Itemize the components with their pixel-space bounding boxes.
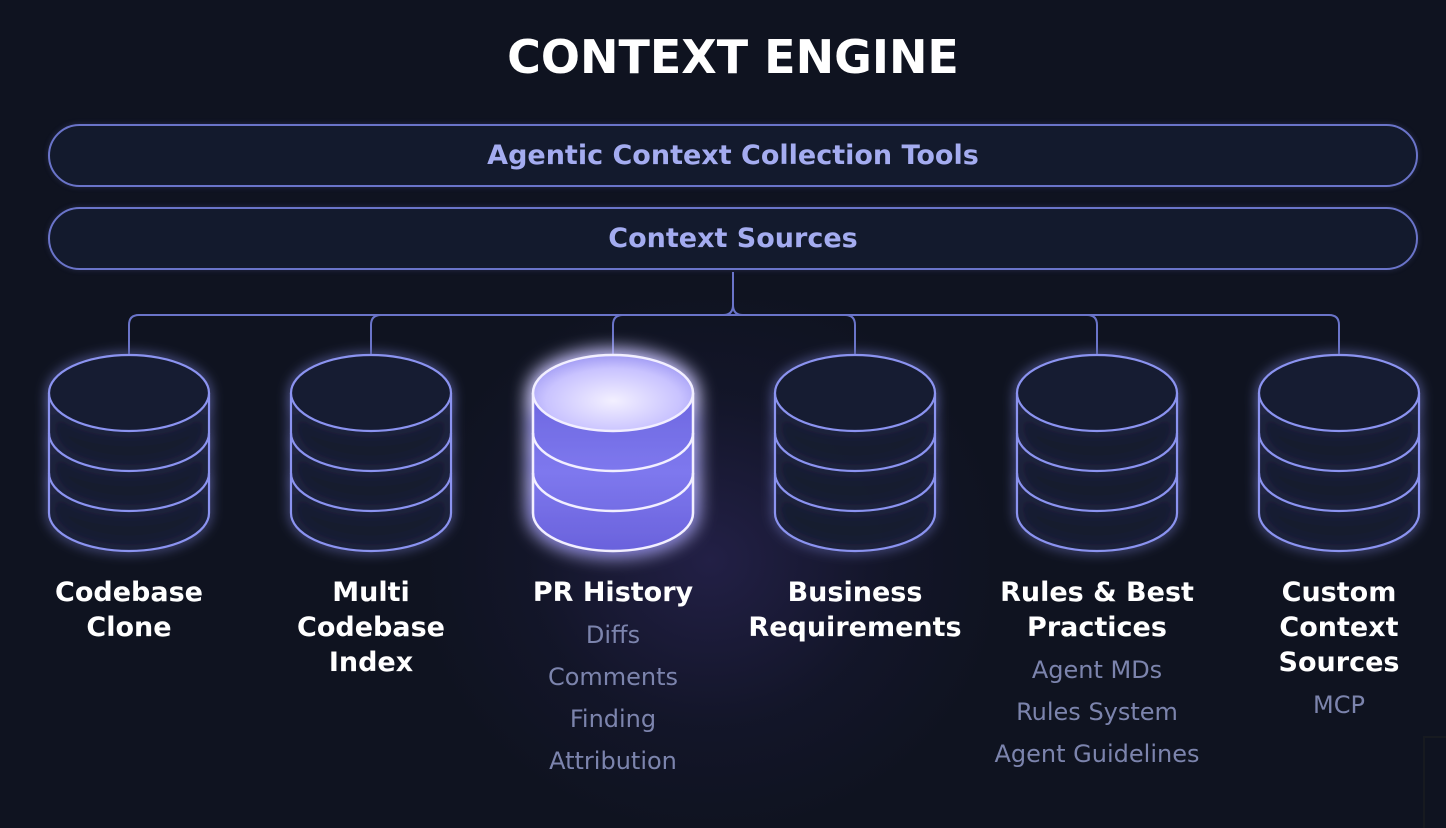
database-icon: [531, 353, 695, 553]
database-icon: [47, 353, 211, 553]
database-icons: [47, 353, 1421, 553]
connector-drop: [370, 314, 382, 354]
source-item: Rules System: [1016, 698, 1178, 726]
cylinder-ring: [531, 472, 695, 513]
source-title-line: Custom: [1281, 577, 1397, 608]
source-title-line: Codebase: [297, 612, 445, 643]
source-item: Finding: [569, 705, 657, 733]
source-title-line: Requirements: [748, 612, 962, 643]
source-title-line: Clone: [86, 612, 172, 643]
cylinder-ring: [1257, 432, 1421, 473]
source-title-line: Business: [787, 577, 923, 608]
cylinder-ring: [1015, 432, 1179, 473]
cylinder-top: [1257, 353, 1421, 433]
source-title-line: Context: [1279, 612, 1399, 643]
cylinder-ring: [47, 472, 211, 513]
source-item: MCP: [1313, 691, 1365, 719]
cylinder-ring: [1257, 472, 1421, 513]
corner-mark: [1423, 736, 1446, 828]
cylinder-top: [47, 353, 211, 433]
database-icon: [1257, 353, 1421, 553]
source-item: Attribution: [549, 747, 677, 775]
cylinder-ring: [531, 432, 695, 473]
cylinder-top: [289, 353, 453, 433]
context-sources-label: Context Sources: [608, 223, 858, 254]
page-title: CONTEXT ENGINE: [507, 30, 959, 84]
source-item: Agent Guidelines: [994, 740, 1200, 768]
agentic-tools-label: Agentic Context Collection Tools: [487, 140, 979, 171]
agentic-tools-layer: Agentic Context Collection Tools: [48, 124, 1418, 187]
connector-drop: [844, 314, 856, 354]
connector-drop: [612, 314, 624, 354]
database-icon: [773, 353, 937, 553]
cylinder-top: [1015, 353, 1179, 433]
source-title-line: Rules & Best: [1000, 577, 1194, 608]
database-icon: [1015, 353, 1179, 553]
cylinder-ring: [47, 432, 211, 473]
cylinder-top: [773, 353, 937, 433]
cylinder-ring: [773, 432, 937, 473]
cylinder-ring: [289, 472, 453, 513]
connector-drop: [128, 314, 140, 354]
connector-lines: [128, 272, 1340, 354]
source-title-line: PR History: [532, 577, 694, 608]
cylinder-ring: [1015, 472, 1179, 513]
source-item: Agent MDs: [1031, 656, 1163, 684]
context-sources-layer: Context Sources: [48, 207, 1418, 270]
database-icon: [289, 353, 453, 553]
source-title-line: Multi: [332, 577, 410, 608]
source-item: Diffs: [585, 621, 641, 649]
source-title-line: Codebase: [55, 577, 203, 608]
source-title-line: Sources: [1278, 647, 1400, 678]
source-title-line: Index: [328, 647, 414, 678]
cylinder-ring: [773, 472, 937, 513]
cylinder-top: [531, 353, 695, 433]
source-title-line: Practices: [1027, 612, 1167, 643]
connector-drop: [1328, 314, 1340, 354]
cylinder-ring: [289, 432, 453, 473]
source-items: MCP: [1219, 684, 1446, 726]
source-item: Comments: [547, 663, 679, 691]
connector-trunk: [722, 272, 744, 316]
connector-drop: [1086, 314, 1098, 354]
